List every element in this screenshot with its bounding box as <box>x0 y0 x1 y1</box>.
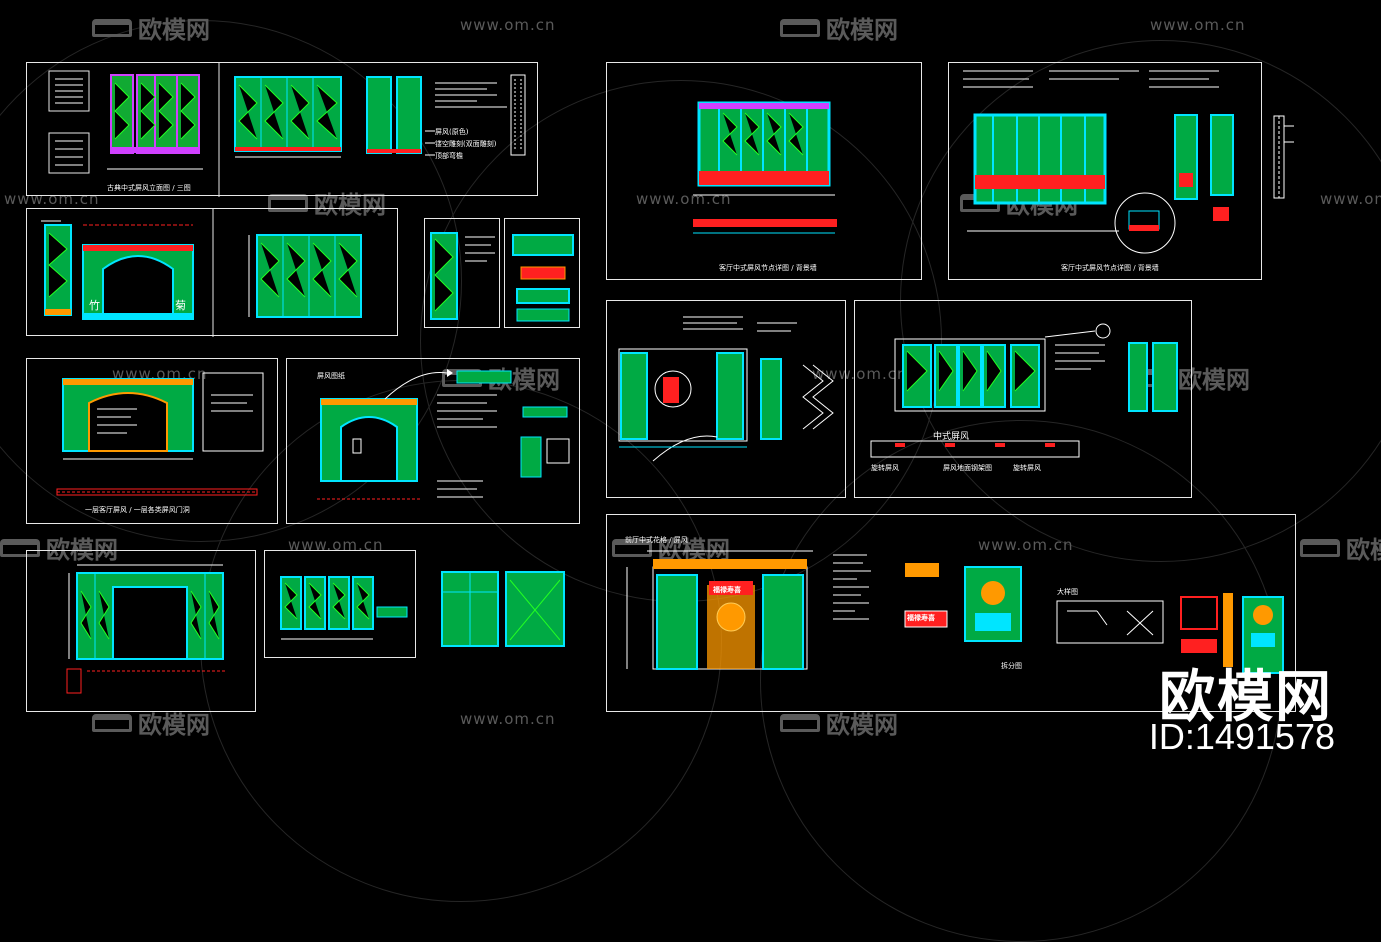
watermark-url: www.om.cn <box>460 710 556 728</box>
sheet-10-sublabel-1: 旋转屏风 <box>871 464 899 472</box>
sheet-10-sublabel-3: 旋转屏风 <box>1013 464 1041 472</box>
cad-sheet-2c[interactable] <box>504 218 580 328</box>
sheet-4-title: 屏风图纸 <box>317 372 345 380</box>
sheet-11-sign-2: 福禄寿喜 <box>907 614 935 622</box>
sofa-icon <box>780 713 820 732</box>
sheet-7-caption: 客厅中式屏风节点详图 / 背景墙 <box>719 264 817 272</box>
watermark-brand: 欧模网 <box>138 16 210 44</box>
drawing-4 <box>317 369 570 500</box>
sofa-icon <box>92 713 132 732</box>
cad-sheet-2[interactable]: 竹 菊 <box>26 208 398 337</box>
drawing-3 <box>56 372 264 496</box>
drawing-7 <box>693 101 837 234</box>
sheet-3-caption: 一层客厅屏风 / 一层各类屏风门洞 <box>85 506 190 514</box>
model-id: ID:1491578 <box>1148 716 1335 757</box>
sheet-10-label: 中式屏风 <box>933 432 970 442</box>
side-profile <box>1273 115 1294 199</box>
watermark-url: www.om.cn <box>1320 190 1381 208</box>
brand-logo-text: 欧模网 <box>1159 665 1333 730</box>
cad-sheet-8[interactable]: 客厅中式屏风节点详图 / 背景墙 <box>948 62 1262 280</box>
cad-sheet-9[interactable] <box>606 300 846 498</box>
watermark-url: www.om.cn <box>460 16 556 34</box>
drawing-10 <box>870 323 1178 458</box>
cad-sheet-4[interactable]: 屏风图纸 <box>286 358 580 524</box>
drawing-2b <box>430 232 495 320</box>
sofa-icon <box>92 18 132 37</box>
sheet-1-note-3: 顶部弯檐 <box>435 152 463 160</box>
drawing-2c <box>512 234 574 322</box>
sheet-10-sublabel-2: 屏风地面钢架图 <box>943 464 992 472</box>
drawing-9 <box>618 316 834 462</box>
drawing-8 <box>963 70 1234 254</box>
drawing-1 <box>48 63 526 197</box>
cad-sheet-7[interactable]: 客厅中式屏风节点详图 / 背景墙 <box>606 62 922 280</box>
cad-sheet-10[interactable]: 中式屏风 旋转屏风 屏风地面钢架图 旋转屏风 <box>854 300 1192 498</box>
sheet-1-title: 古典中式屏风立面图 / 三图 <box>107 184 191 192</box>
sheet-11-title: 前厅中式花格 / 屏风 <box>625 536 688 544</box>
watermark-url: www.om.cn <box>1150 16 1246 34</box>
drawing-5 <box>66 564 227 694</box>
cad-sheet-3[interactable]: 一层客厅屏风 / 一层各类屏风门洞 <box>26 358 278 524</box>
sheet-1-note-2: 镂空雕刻(双面雕刻) <box>435 140 497 148</box>
watermark-logo: 欧模网 <box>92 10 210 45</box>
cad-sheet-2b[interactable] <box>424 218 500 328</box>
sheet-2-label-bamboo: 竹 <box>89 299 100 312</box>
sheet-8-caption: 客厅中式屏风节点详图 / 背景墙 <box>1061 264 1159 272</box>
watermark-brand: 欧模网 <box>1346 536 1381 564</box>
sofa-icon <box>780 18 820 37</box>
sheet-11-detail2: 拆分图 <box>1001 662 1022 670</box>
sheet-11-detail: 大样图 <box>1057 588 1078 596</box>
watermark-logo: 欧模网 <box>1300 530 1381 565</box>
sheet-1-note-1: 屏风(原色) <box>435 128 469 136</box>
watermark-logo: 欧模网 <box>780 10 898 45</box>
cad-sheet-11[interactable]: 前厅中式花格 / 屏风 福禄寿喜 福禄寿喜 大样图 拆分图 <box>606 514 1296 712</box>
sheet-11-sign: 福禄寿喜 <box>713 586 741 594</box>
drawing-11 <box>626 550 1284 674</box>
cad-sheet-1[interactable]: 古典中式屏风立面图 / 三图 屏风(原色) 镂空雕刻(双面雕刻) 顶部弯檐 <box>26 62 538 197</box>
cad-sheet-6[interactable] <box>264 550 416 658</box>
watermark-brand: 欧模网 <box>826 16 898 44</box>
loose-panels <box>441 571 565 647</box>
drawing-2 <box>41 209 362 337</box>
cad-sheet-5[interactable] <box>26 550 256 712</box>
drawing-6 <box>280 576 408 640</box>
sofa-icon <box>1300 538 1340 557</box>
sheet-2-label-chrysanthemum: 菊 <box>175 299 186 312</box>
